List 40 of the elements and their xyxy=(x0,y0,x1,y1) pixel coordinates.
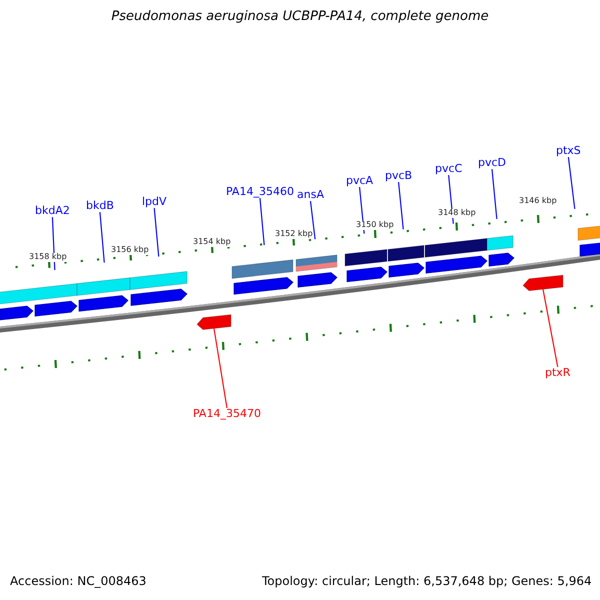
gene-label: pvcA xyxy=(346,175,374,188)
scale-label: 3146 kbp xyxy=(519,197,557,206)
scale-label: 3152 kbp xyxy=(275,230,313,239)
gene-label: pvcD xyxy=(478,157,506,170)
gene-label: ptxR xyxy=(545,367,570,380)
gene-label: pvcC xyxy=(435,163,462,176)
diagram-title: Pseudomonas aeruginosa UCBPP-PA14, complete genome xyxy=(110,10,490,24)
leader-line xyxy=(259,198,265,246)
gene-bar xyxy=(0,283,78,305)
gene-feature xyxy=(522,274,564,292)
gene-bar xyxy=(388,245,424,262)
gene-label: PA14_35470 xyxy=(193,408,261,420)
leader-line xyxy=(154,208,160,257)
gene-bar xyxy=(232,259,294,279)
leader-line xyxy=(99,212,105,263)
leader-line xyxy=(542,289,558,368)
genome-summary-text: Topology: circular; Length: 6,537,648 bp; Genes: 5,964 xyxy=(262,575,592,588)
gene-label: ptxS xyxy=(556,145,581,158)
gene-label: bkdA2 xyxy=(35,205,70,218)
scale-label: 3148 kbp xyxy=(438,209,476,218)
gene-feature xyxy=(196,314,232,330)
gene-bar xyxy=(578,225,600,241)
gene-bar xyxy=(486,235,514,251)
gene-bar xyxy=(344,249,388,266)
scale-label: 3154 kbp xyxy=(193,238,231,247)
gene-bar xyxy=(296,254,338,272)
gene-label: ansA xyxy=(297,189,324,202)
leader-line xyxy=(491,169,498,220)
gene-label: pvcB xyxy=(385,170,412,182)
gene-label: lpdV xyxy=(142,196,167,208)
gene-label: bkdB xyxy=(86,200,114,212)
leader-line xyxy=(213,328,228,408)
scale-label: 3156 kbp xyxy=(111,246,149,255)
scale-label: 3158 kbp xyxy=(29,253,67,262)
scale-label: 3150 kbp xyxy=(356,221,394,230)
gene-label: PA14_35460 xyxy=(226,186,294,198)
leader-line xyxy=(310,201,316,240)
gene-bar xyxy=(130,271,188,290)
accession-text: Accession: NC_008463 xyxy=(10,575,146,588)
gene-bar xyxy=(76,277,130,296)
